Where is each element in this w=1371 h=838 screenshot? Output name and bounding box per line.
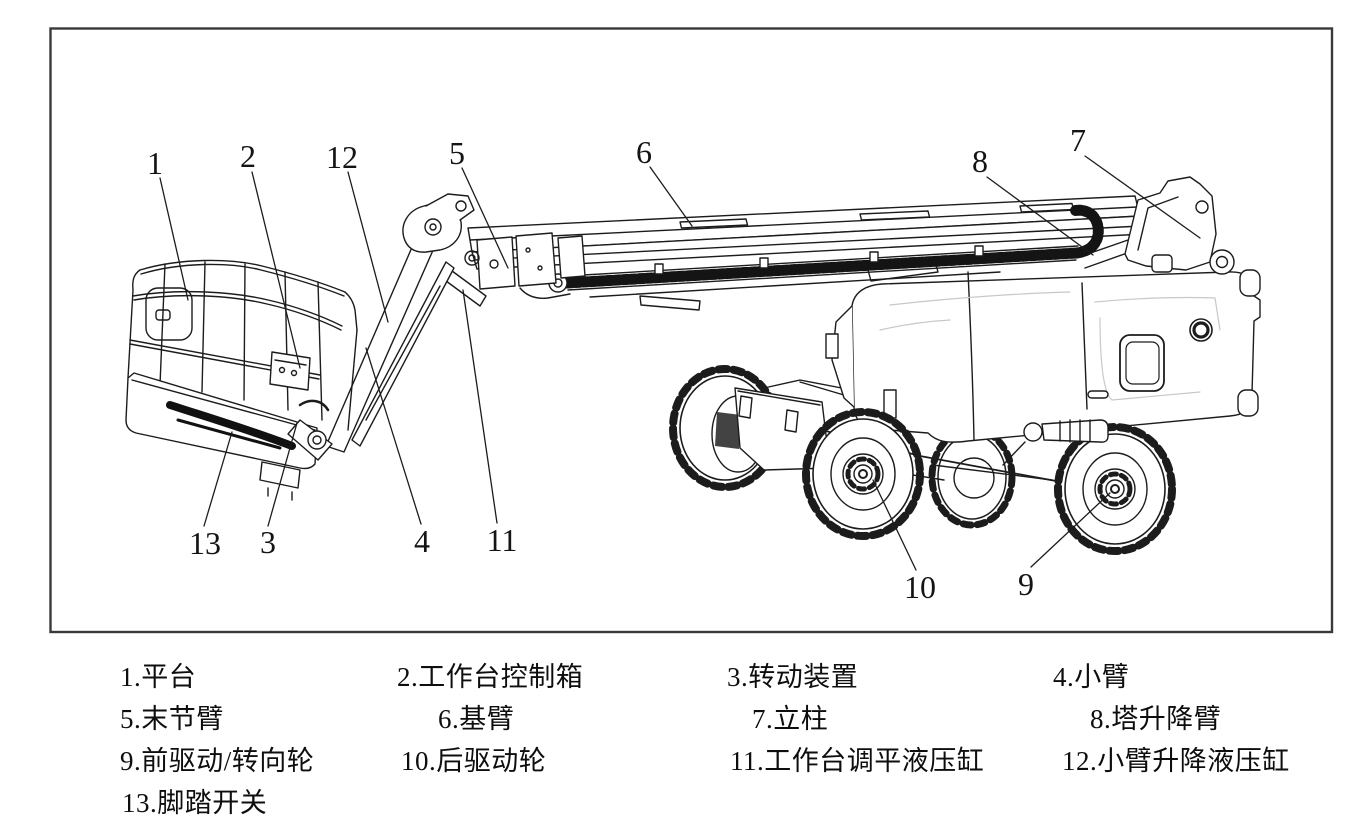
- body-window: [1119, 334, 1165, 392]
- callout-12: 12: [326, 139, 358, 175]
- legend-item-7: 7.立柱: [752, 704, 829, 734]
- wheel-front-near: [1054, 423, 1176, 555]
- callout-2: 2: [240, 138, 256, 174]
- legend-item-8: 8.塔升降臂: [1090, 704, 1222, 734]
- platform-basket: [125, 259, 358, 501]
- main-boom: [467, 195, 1145, 270]
- legend-item-6: 6.基臂: [438, 704, 515, 734]
- jib-knuckle: [402, 203, 462, 253]
- basket-step: [259, 461, 301, 489]
- callout-13: 13: [189, 525, 221, 561]
- basket-right-post: [347, 329, 358, 431]
- legend-item-2: 2.工作台控制箱: [397, 662, 584, 692]
- platform-control-box: [269, 351, 311, 391]
- wheel-rear-near: [802, 408, 924, 540]
- legend-item-10: 10.后驱动轮: [401, 746, 547, 776]
- legend-item-5: 5.末节臂: [120, 704, 224, 734]
- wheel-front-far: [928, 425, 1016, 529]
- callout-10: 10: [904, 569, 936, 605]
- legend-item-9: 9.前驱动/转向轮: [120, 746, 315, 776]
- callout-11: 11: [487, 522, 518, 558]
- callout-7: 7: [1070, 122, 1086, 158]
- callout-5: 5: [449, 135, 465, 171]
- jib-arm-assembly: [325, 193, 475, 453]
- basket-gate: [145, 287, 193, 341]
- callout-leaders: [159, 155, 1201, 571]
- legend-item-4: 4.小臂: [1053, 662, 1130, 692]
- steering-linkage: [1002, 419, 1109, 466]
- callout-1: 1: [147, 145, 163, 181]
- legend-item-3: 3.转动装置: [727, 662, 859, 692]
- legend-item-13: 13.脚踏开关: [122, 788, 268, 818]
- legend-item-1: 1.平台: [120, 662, 197, 692]
- body-lift-hole: [1189, 318, 1213, 342]
- legend-item-12: 12.小臂升降液压缸: [1062, 746, 1290, 776]
- callout-4: 4: [414, 523, 430, 559]
- foot-switch-area: [166, 401, 296, 450]
- callout-9: 9: [1018, 566, 1034, 602]
- boom-cable-track: [548, 204, 1104, 311]
- callout-3: 3: [260, 524, 276, 560]
- callout-numbers: 1 2 12 5 6 8 7 13 3 4 11 10 9: [147, 122, 1086, 605]
- callout-6: 6: [636, 134, 652, 170]
- end-arm-boom-head: [441, 232, 586, 307]
- legend-item-11: 11.工作台调平液压缸: [730, 746, 985, 776]
- callout-8: 8: [972, 143, 988, 179]
